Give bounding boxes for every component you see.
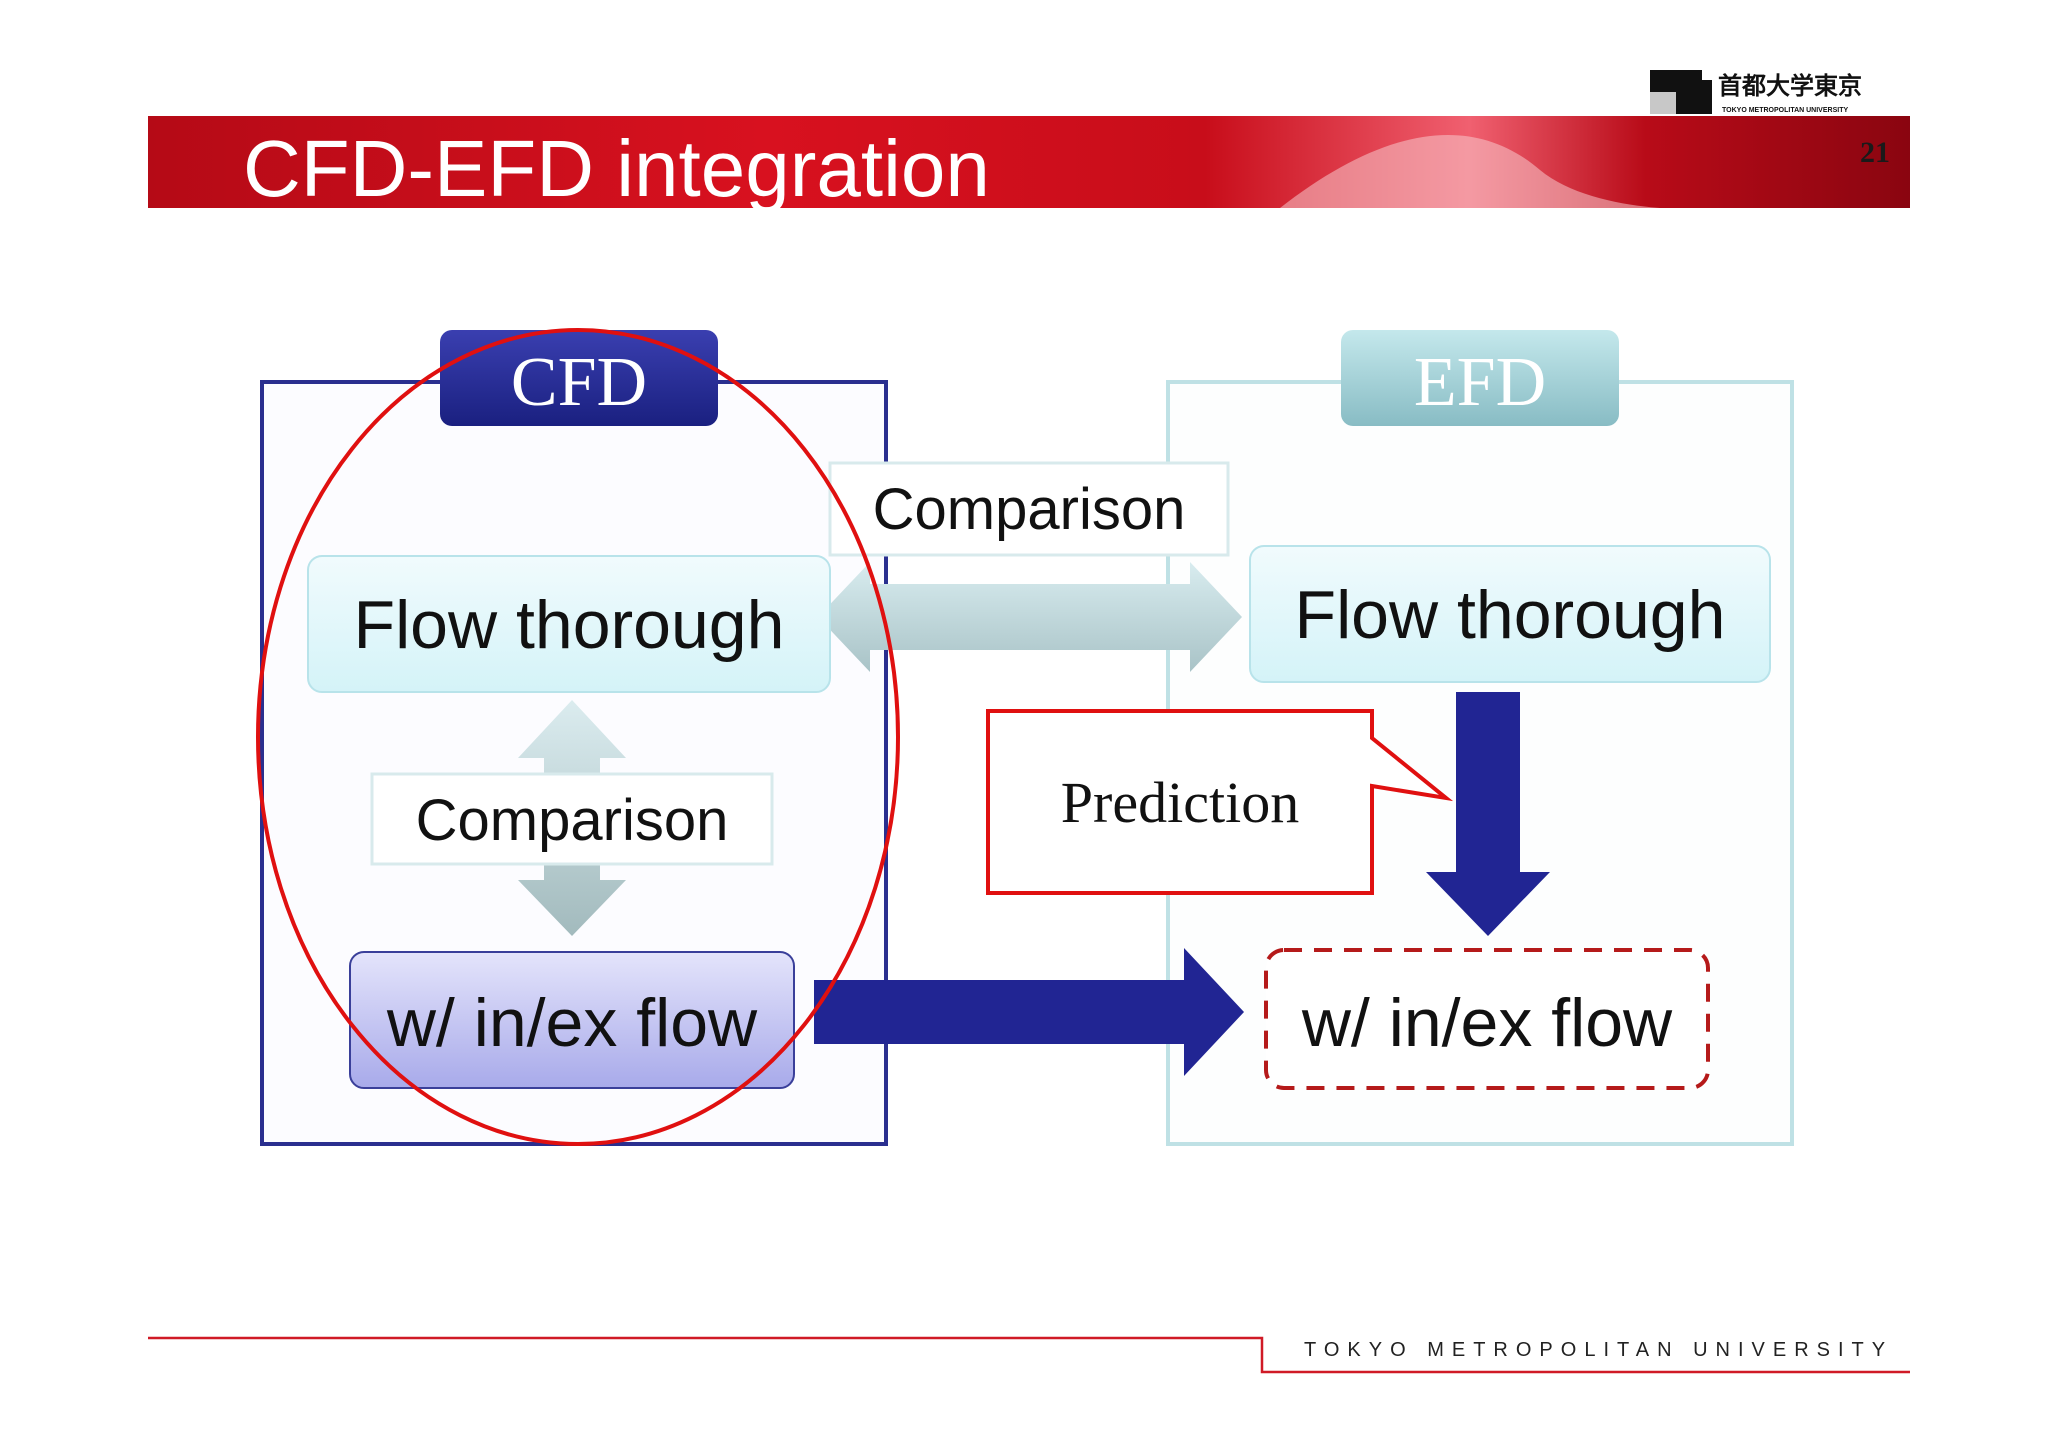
university-logo: 首都大学東京 TOKYO METROPOLITAN UNIVERSITY [1650,70,1862,114]
banner-swoosh [1280,134,1660,208]
cfd-flow-box [307,555,831,693]
cfd-comparison-label: Comparison [416,788,729,853]
efd-flow-label: Flow thorough [1295,577,1726,653]
logo-square-black-4 [1702,80,1712,114]
logo-subtitle: TOKYO METROPOLITAN UNIVERSITY [1722,107,1848,114]
cfd-highlight-ellipse [256,328,900,1146]
logo-kanji: 首都大学東京 [1718,72,1862,100]
footer-text: TOKYO METROPOLITAN UNIVERSITY [1304,1339,1893,1361]
logo-square-black-1 [1650,70,1676,92]
efd-header-label: EFD [1414,344,1546,421]
efd-header [1341,330,1619,426]
efd-inex-label: w/ in/ex flow [1301,985,1673,1061]
cfd-inex-label: w/ in/ex flow [386,985,758,1061]
logo-square-black-2 [1676,70,1702,92]
cfd-flow-label: Flow thorough [354,587,785,663]
cfd-header [440,330,718,426]
comparison-double-arrow [818,562,1242,672]
top-comparison-box [828,461,1230,557]
footer-line [148,1336,1910,1374]
cfd-comparison-box [370,772,774,866]
logo-square-black-3 [1676,92,1702,114]
efd-down-arrow [1426,692,1550,936]
efd-inex-box [1264,948,1710,1090]
cfd-to-efd-arrow [814,948,1244,1076]
prediction-callout [986,709,1454,895]
title-banner [148,116,1910,208]
logo-square-gray [1650,92,1676,114]
prediction-label: Prediction [1061,770,1299,835]
page-number: 21 [1860,136,1890,169]
cfd-header-label: CFD [511,344,647,421]
slide-title: CFD-EFD integration [243,124,990,213]
top-comparison-label: Comparison [873,477,1186,542]
efd-flow-box [1249,545,1771,683]
